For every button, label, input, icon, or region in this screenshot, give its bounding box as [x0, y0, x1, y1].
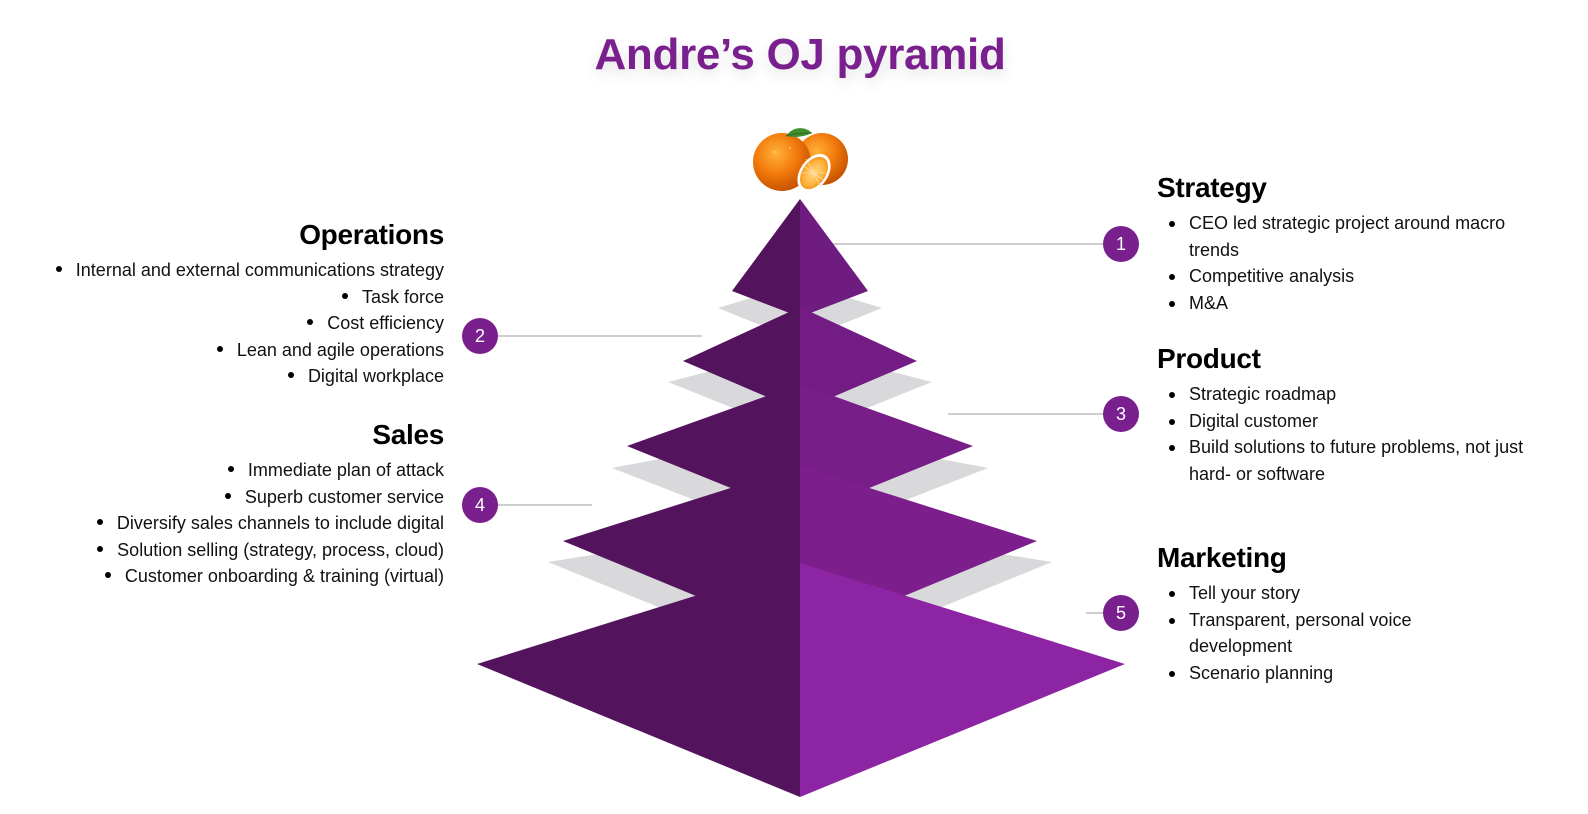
level-5-heading: Marketing [1157, 542, 1287, 573]
level-2-list: Internal and external communications str… [0, 257, 444, 390]
pyramid-tier-5 [477, 563, 1125, 797]
list-item: Diversify sales channels to include digi… [0, 510, 444, 537]
list-item: Superb customer service [0, 484, 444, 511]
badge-number: 1 [1116, 234, 1126, 254]
level-1-list: CEO led strategic project around macro t… [1157, 210, 1527, 316]
badge-circle [462, 487, 498, 523]
bullet-icon [227, 466, 234, 473]
connector-lines [480, 243, 1121, 614]
level-3-section: Product Strategic roadmap Digital custom… [1157, 343, 1527, 487]
bullet-icon [104, 572, 111, 579]
level-2-section: Operations Internal and external communi… [0, 219, 444, 390]
list-item: Tell your story [1157, 580, 1457, 607]
badge-circle [1103, 595, 1139, 631]
bullet-icon [55, 266, 62, 273]
level-5-section: Marketing Tell your story Transparent, p… [1157, 542, 1527, 686]
level-4-list: Immediate plan of attack Superb customer… [0, 457, 444, 590]
list-item: Task force [0, 284, 444, 311]
bullet-icon [96, 519, 103, 526]
badge-circle [462, 318, 498, 354]
badge-number: 3 [1116, 404, 1126, 424]
badge-number: 2 [475, 326, 485, 346]
list-item: Competitive analysis [1157, 263, 1527, 290]
level-4-section: Sales Immediate plan of attack Superb cu… [0, 419, 444, 590]
list-item: Transparent, personal voice development [1157, 607, 1457, 660]
badge-circle [1103, 226, 1139, 262]
list-item: Customer onboarding & training (virtual) [0, 563, 444, 590]
page-title: Andre’s OJ pyramid [594, 30, 1006, 79]
list-item: Cost efficiency [0, 310, 444, 337]
list-item: Digital customer [1157, 408, 1527, 435]
bullet-icon [224, 492, 231, 499]
badge-number: 5 [1116, 603, 1126, 623]
tier-right-face [800, 563, 1125, 797]
orange-fruit-icon [753, 128, 848, 192]
bullet-icon [287, 372, 294, 379]
bullet-icon [341, 292, 348, 299]
list-item: Digital workplace [0, 363, 444, 390]
tier-right-face [800, 307, 917, 411]
list-item: M&A [1157, 290, 1527, 317]
level-3-heading: Product [1157, 343, 1261, 374]
level-5-list: Tell your story Transparent, personal vo… [1157, 580, 1457, 686]
level-2-heading: Operations [299, 219, 444, 250]
tier-left-face [683, 307, 800, 411]
badge-number: 4 [475, 495, 485, 515]
list-item: Lean and agile operations [0, 337, 444, 364]
list-item: Strategic roadmap [1157, 381, 1527, 408]
tier-right-face [800, 199, 868, 317]
badge-circle [1103, 396, 1139, 432]
level-4-heading: Sales [372, 419, 444, 450]
level-1-section: Strategy CEO led strategic project aroun… [1157, 172, 1527, 316]
list-item: Scenario planning [1157, 660, 1457, 687]
list-item: Build solutions to future problems, not … [1157, 434, 1527, 487]
pyramid-tier-1 [732, 199, 868, 317]
tier-left-face [732, 199, 800, 317]
pyramid-tier-2 [683, 307, 917, 411]
level-3-list: Strategic roadmap Digital customer Build… [1157, 381, 1527, 487]
bullet-icon [307, 319, 314, 326]
list-item: Solution selling (strategy, process, clo… [0, 537, 444, 564]
level-5-badge: 5 [1103, 595, 1139, 631]
list-item: Internal and external communications str… [0, 257, 444, 284]
level-2-badge: 2 [462, 318, 498, 354]
level-3-badge: 3 [1103, 396, 1139, 432]
list-item: CEO led strategic project around macro t… [1157, 210, 1527, 263]
list-item: Immediate plan of attack [0, 457, 444, 484]
bullet-icon [216, 345, 223, 352]
level-4-badge: 4 [462, 487, 498, 523]
bullet-icon [97, 545, 104, 552]
tier-left-face [477, 563, 800, 797]
level-1-badge: 1 [1103, 226, 1139, 262]
level-1-heading: Strategy [1157, 172, 1267, 203]
